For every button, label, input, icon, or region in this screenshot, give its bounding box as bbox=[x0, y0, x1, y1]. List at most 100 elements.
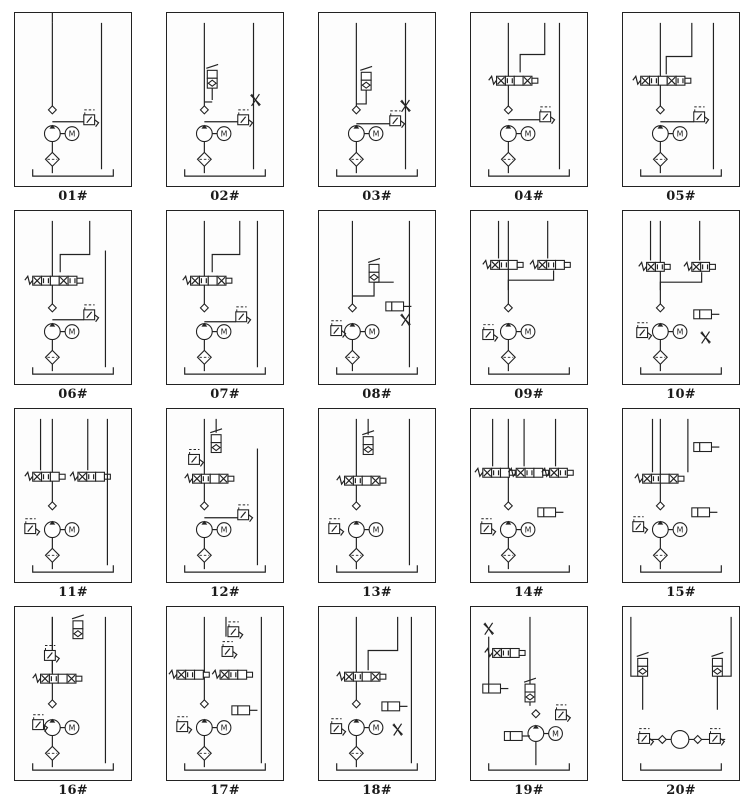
circuit-panel-09: M bbox=[470, 210, 588, 385]
circuit-schematic: M bbox=[482, 220, 571, 375]
throttle-valve bbox=[700, 331, 711, 344]
filter bbox=[348, 745, 365, 761]
directional-valve bbox=[184, 472, 235, 484]
pump-motor: M bbox=[344, 322, 380, 341]
relief-valve bbox=[330, 320, 347, 338]
circuit-panel-08: M bbox=[318, 210, 436, 385]
schematic-group: M bbox=[182, 220, 266, 375]
circuit-label: 16# bbox=[58, 783, 88, 798]
circuit-panel-20 bbox=[622, 606, 740, 781]
circuit-panel-15: M bbox=[622, 408, 740, 583]
circuit-schematic: M bbox=[328, 418, 418, 573]
check-valve bbox=[199, 501, 210, 511]
pump-motor: M bbox=[195, 718, 232, 737]
valve-right bbox=[683, 261, 716, 272]
circuit-label: 05# bbox=[666, 189, 696, 204]
check-valve bbox=[199, 303, 210, 313]
filter bbox=[196, 349, 213, 365]
filter bbox=[500, 547, 517, 563]
directional-valve-left bbox=[482, 259, 524, 270]
circuit-schematic: M bbox=[184, 22, 266, 177]
cylinder bbox=[693, 309, 720, 320]
pump-motor: M bbox=[499, 520, 536, 539]
schematic-group: M bbox=[184, 22, 266, 177]
motor-label: M bbox=[677, 328, 684, 337]
schematic-group: M bbox=[636, 220, 722, 375]
check-valve bbox=[351, 105, 362, 115]
directional-valve-right bbox=[529, 259, 571, 270]
circuit-panel-18: M bbox=[318, 606, 436, 781]
valve-3 bbox=[541, 466, 574, 478]
circuit-schematic: M bbox=[482, 616, 572, 771]
check-valve bbox=[199, 699, 210, 709]
pump-motor: M bbox=[499, 322, 536, 341]
circuit-label: 06# bbox=[58, 387, 88, 402]
schematic-group: M bbox=[32, 614, 114, 771]
filter bbox=[344, 349, 361, 365]
filter bbox=[652, 151, 669, 167]
pressure-valve bbox=[210, 428, 223, 454]
pressure-valve bbox=[360, 65, 373, 91]
directional-valve bbox=[634, 472, 685, 484]
check-valve bbox=[47, 699, 58, 709]
schematic-group: M bbox=[632, 418, 722, 573]
circuit-panel-02: M bbox=[166, 12, 284, 187]
motor-label: M bbox=[221, 130, 228, 139]
circuit-schematic: M bbox=[184, 418, 266, 573]
pump-motor: M bbox=[499, 124, 536, 143]
check-valve bbox=[503, 501, 514, 511]
pressure-valve bbox=[523, 677, 537, 703]
relief-valve bbox=[482, 324, 499, 342]
motor-label: M bbox=[221, 724, 228, 733]
circuit-schematic: M bbox=[636, 220, 722, 375]
circuit-label: 12# bbox=[210, 585, 240, 600]
cylinder bbox=[693, 442, 720, 453]
filter bbox=[500, 151, 517, 167]
motor-label: M bbox=[677, 526, 684, 535]
relief-valve bbox=[632, 516, 649, 534]
motor-label: M bbox=[525, 130, 532, 139]
circuit-panel-06: M bbox=[14, 210, 132, 385]
motor-label: M bbox=[69, 328, 76, 337]
circuit-schematic: M bbox=[168, 616, 266, 771]
relief-valve bbox=[83, 109, 100, 128]
motor-label: M bbox=[369, 328, 376, 337]
cylinder bbox=[381, 701, 408, 712]
cylinder bbox=[231, 705, 258, 716]
check-valve bbox=[47, 501, 58, 511]
pump-motor: M bbox=[195, 520, 232, 539]
circuit-label: 11# bbox=[58, 585, 88, 600]
circuit-label: 19# bbox=[514, 783, 544, 798]
schematic-group: M bbox=[24, 418, 114, 573]
circuit-label: 03# bbox=[362, 189, 392, 204]
pump-motor: M bbox=[527, 724, 563, 742]
relief-valve bbox=[237, 504, 254, 523]
directional-valve bbox=[32, 672, 83, 684]
relief-valve bbox=[188, 449, 205, 467]
circuit-schematic: M bbox=[24, 418, 114, 573]
relief-valve bbox=[328, 518, 345, 536]
circuit-panel-16: M bbox=[14, 606, 132, 781]
pump-motor: M bbox=[43, 718, 80, 737]
cylinder bbox=[691, 507, 718, 518]
circuit-panel-13: M bbox=[318, 408, 436, 583]
circuit-schematic: M bbox=[24, 220, 114, 375]
motor-label: M bbox=[221, 328, 228, 337]
check-valve bbox=[503, 303, 514, 313]
schematic-group: M bbox=[482, 220, 571, 375]
motor-label: M bbox=[221, 526, 228, 535]
directional-valve bbox=[484, 647, 526, 658]
circuit-schematic: M bbox=[488, 22, 570, 177]
filter bbox=[652, 349, 669, 365]
circuit-label: 17# bbox=[210, 783, 240, 798]
filter bbox=[500, 349, 517, 365]
circuit-label: 20# bbox=[666, 783, 696, 798]
circuit-panel-07: M bbox=[166, 210, 284, 385]
schematic-group: M bbox=[336, 22, 418, 177]
valve-left bbox=[168, 668, 210, 680]
directional-valve bbox=[336, 474, 387, 486]
motor-label: M bbox=[677, 130, 684, 139]
check-valve bbox=[655, 105, 666, 115]
pump-motor: M bbox=[43, 322, 80, 341]
directional-valve-right bbox=[69, 470, 111, 482]
